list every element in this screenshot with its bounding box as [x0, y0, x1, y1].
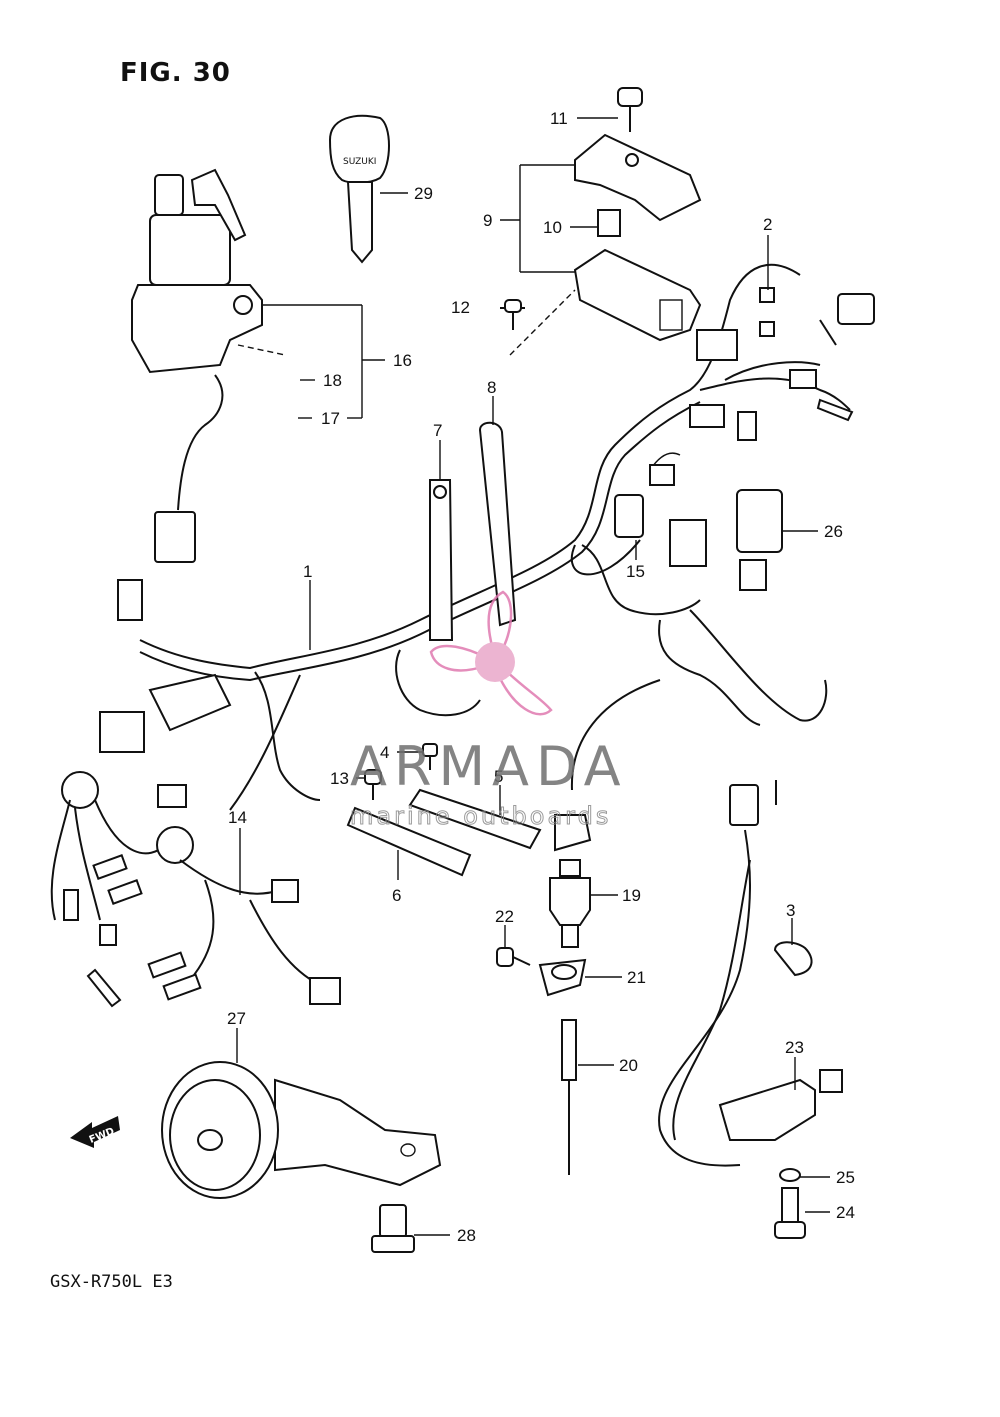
key-brand-text: SUZUKI	[343, 157, 376, 167]
callout-24: 24	[836, 1203, 855, 1222]
callout-20: 20	[619, 1056, 638, 1075]
callout-21: 21	[627, 968, 646, 987]
callout-10: 10	[543, 218, 562, 237]
callout-17: 17	[321, 409, 340, 428]
sub-harness	[50, 579, 341, 1008]
figure-title: FIG. 30	[120, 58, 231, 88]
callout-6: 6	[392, 886, 401, 905]
watermark-brand: ARMADA	[350, 735, 628, 798]
harness-straps	[429, 421, 517, 641]
callout-18: 18	[323, 371, 342, 390]
callout-8: 8	[487, 378, 496, 397]
relay	[614, 464, 783, 591]
horn	[161, 1061, 442, 1253]
ignition-switch	[131, 168, 263, 563]
callout-12: 12	[451, 298, 470, 317]
callout-4: 4	[380, 743, 389, 762]
propeller-logo-icon	[429, 590, 553, 716]
callout-19: 19	[622, 886, 641, 905]
callout-1: 1	[303, 562, 312, 581]
model-code: GSX-R750L E3	[50, 1272, 173, 1292]
callout-13: 13	[330, 769, 349, 788]
callout-16: 16	[393, 351, 412, 370]
callout-15: 15	[626, 562, 645, 581]
callout-25: 25	[836, 1168, 855, 1187]
callout-23: 23	[785, 1038, 804, 1057]
callout-29: 29	[414, 184, 433, 203]
leader-lines	[236, 117, 830, 1236]
armada-watermark: ARMADA marine outboards	[350, 590, 628, 831]
callout-2: 2	[763, 215, 772, 234]
watermark-tagline: marine outboards	[350, 802, 611, 830]
wiring-harness	[139, 263, 851, 811]
callout-numbers: 1 2 3 4 5 6 7 8 9 10 11 12 13 14 15 16 1…	[227, 109, 855, 1245]
neutral-switch	[496, 679, 661, 1175]
callout-27: 27	[227, 1009, 246, 1028]
harness-connectors-right	[689, 287, 875, 441]
fuse-box	[500, 87, 702, 356]
callout-11: 11	[550, 109, 568, 128]
callout-5: 5	[494, 767, 503, 786]
callout-26: 26	[824, 522, 843, 541]
mounting-brackets	[346, 743, 542, 877]
callout-28: 28	[457, 1226, 476, 1245]
callout-7: 7	[433, 421, 442, 440]
callout-3: 3	[786, 901, 795, 920]
ignition-key: SUZUKI	[328, 114, 390, 264]
callout-9: 9	[483, 211, 492, 230]
callout-14: 14	[228, 808, 247, 827]
side-stand-switch	[658, 780, 843, 1239]
callout-22: 22	[495, 907, 514, 926]
forward-arrow-icon: FWD	[70, 1116, 120, 1148]
